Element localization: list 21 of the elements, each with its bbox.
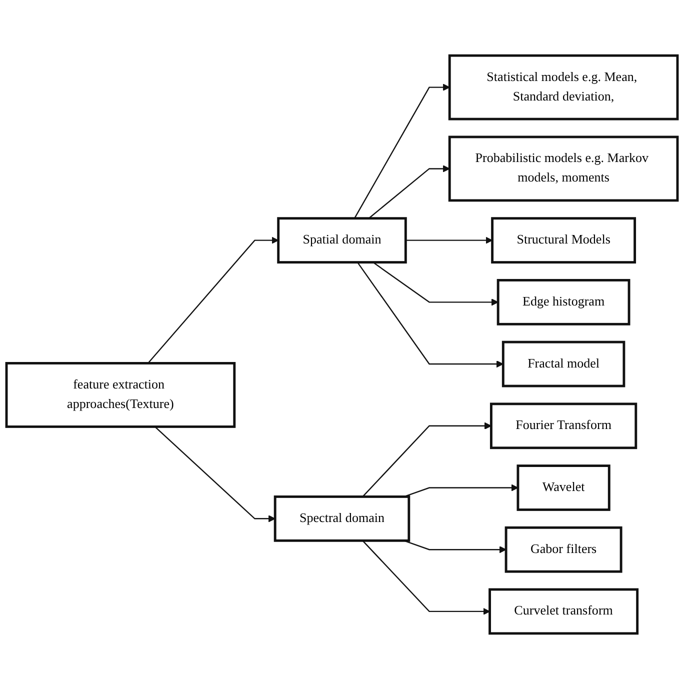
node-box: Curvelet transform <box>488 588 639 635</box>
node-box: Probabilistic models e.g. Markov models, moments <box>448 136 679 202</box>
arrow <box>406 236 493 244</box>
arrow <box>148 236 279 364</box>
node-box: Fractal model <box>502 340 626 388</box>
node-box: Wavelet <box>516 464 610 511</box>
arrow <box>372 262 498 306</box>
arrow <box>362 540 490 616</box>
node-box: Spectral domain <box>274 495 410 542</box>
node-box: Statistical models e.g. Mean, Standard deviation, <box>448 54 679 120</box>
node-box: Spatial domain <box>277 217 407 264</box>
node-box: feature extraction approaches(Texture) <box>5 362 236 428</box>
node-box: Structural Models <box>491 217 636 264</box>
node-box: Edge histogram <box>496 278 630 326</box>
arrow <box>357 262 504 368</box>
arrow <box>354 84 450 219</box>
arrow <box>362 422 492 498</box>
arrow <box>154 426 276 522</box>
node-box: Gabor filters <box>504 526 622 573</box>
arrow <box>368 165 450 219</box>
node-box: Fourier Transform <box>490 402 638 450</box>
